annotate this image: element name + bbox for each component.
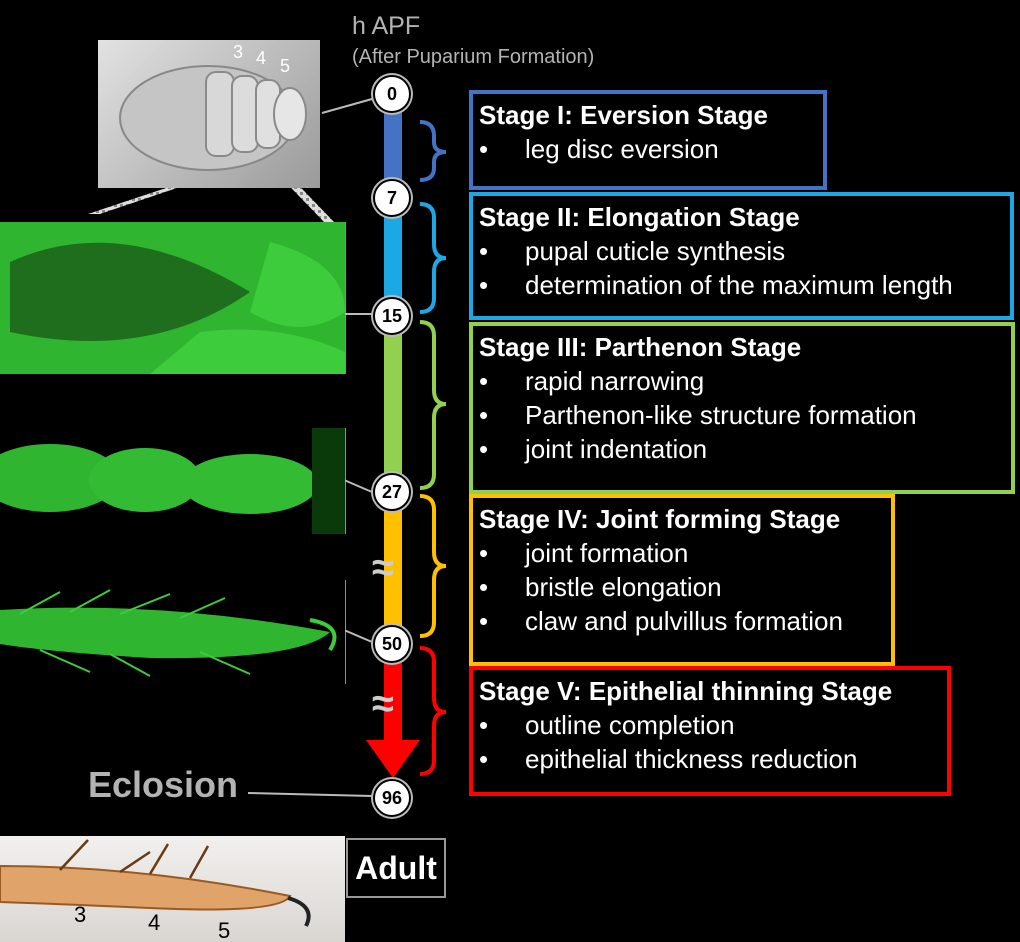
stage-item: pupal cuticle synthesis: [479, 234, 1010, 268]
time-node: 15: [373, 297, 411, 335]
time-node: 50: [373, 625, 411, 663]
stage-brace: [420, 122, 446, 180]
timeline-segment: [384, 212, 402, 302]
stage-brace: [420, 648, 446, 774]
stage-brace: [420, 204, 446, 312]
stage-box-2: Stage II: Elongation Stage pupal cuticle…: [469, 192, 1014, 320]
stage-title: Stage IV: Joint forming Stage: [479, 502, 891, 536]
time-node: 27: [373, 473, 411, 511]
stage-item: rapid narrowing: [479, 364, 1011, 398]
timeline-break-icon: ≈: [372, 548, 394, 588]
time-node: 96: [373, 779, 411, 817]
eclosion-label: Eclosion: [88, 764, 238, 806]
stage-box-1: Stage I: Eversion Stage leg disc eversio…: [469, 90, 827, 190]
stage-item: determination of the maximum length: [479, 268, 1010, 302]
stage-item: epithelial thickness reduction: [479, 742, 947, 776]
stage-title: Stage V: Epithelial thinning Stage: [479, 674, 947, 708]
adult-label: Adult: [346, 838, 446, 898]
time-node: 7: [373, 179, 411, 217]
stage-item: joint formation: [479, 536, 891, 570]
stage-item: joint indentation: [479, 432, 1011, 466]
stage-brace: [420, 496, 446, 636]
stage-item: bristle elongation: [479, 570, 891, 604]
timeline-break-icon: ≈: [372, 684, 394, 724]
stage-item: leg disc eversion: [479, 132, 823, 166]
time-node: 0: [373, 75, 411, 113]
stage-box-3: Stage III: Parthenon Stage rapid narrowi…: [469, 322, 1015, 494]
stage-item: claw and pulvillus formation: [479, 604, 891, 638]
stage-box-5: Stage V: Epithelial thinning Stage outli…: [469, 666, 951, 796]
stage-title: Stage III: Parthenon Stage: [479, 330, 1011, 364]
stage-item: Parthenon-like structure formation: [479, 398, 1011, 432]
stage-title: Stage II: Elongation Stage: [479, 200, 1010, 234]
timeline-segment: [384, 330, 402, 480]
timeline-arrowhead: [366, 740, 420, 778]
timeline-segment: [384, 110, 402, 186]
stage-title: Stage I: Eversion Stage: [479, 98, 823, 132]
stage-item: outline completion: [479, 708, 947, 742]
stage-box-4: Stage IV: Joint forming Stage joint form…: [469, 494, 895, 666]
stage-brace: [420, 322, 446, 488]
